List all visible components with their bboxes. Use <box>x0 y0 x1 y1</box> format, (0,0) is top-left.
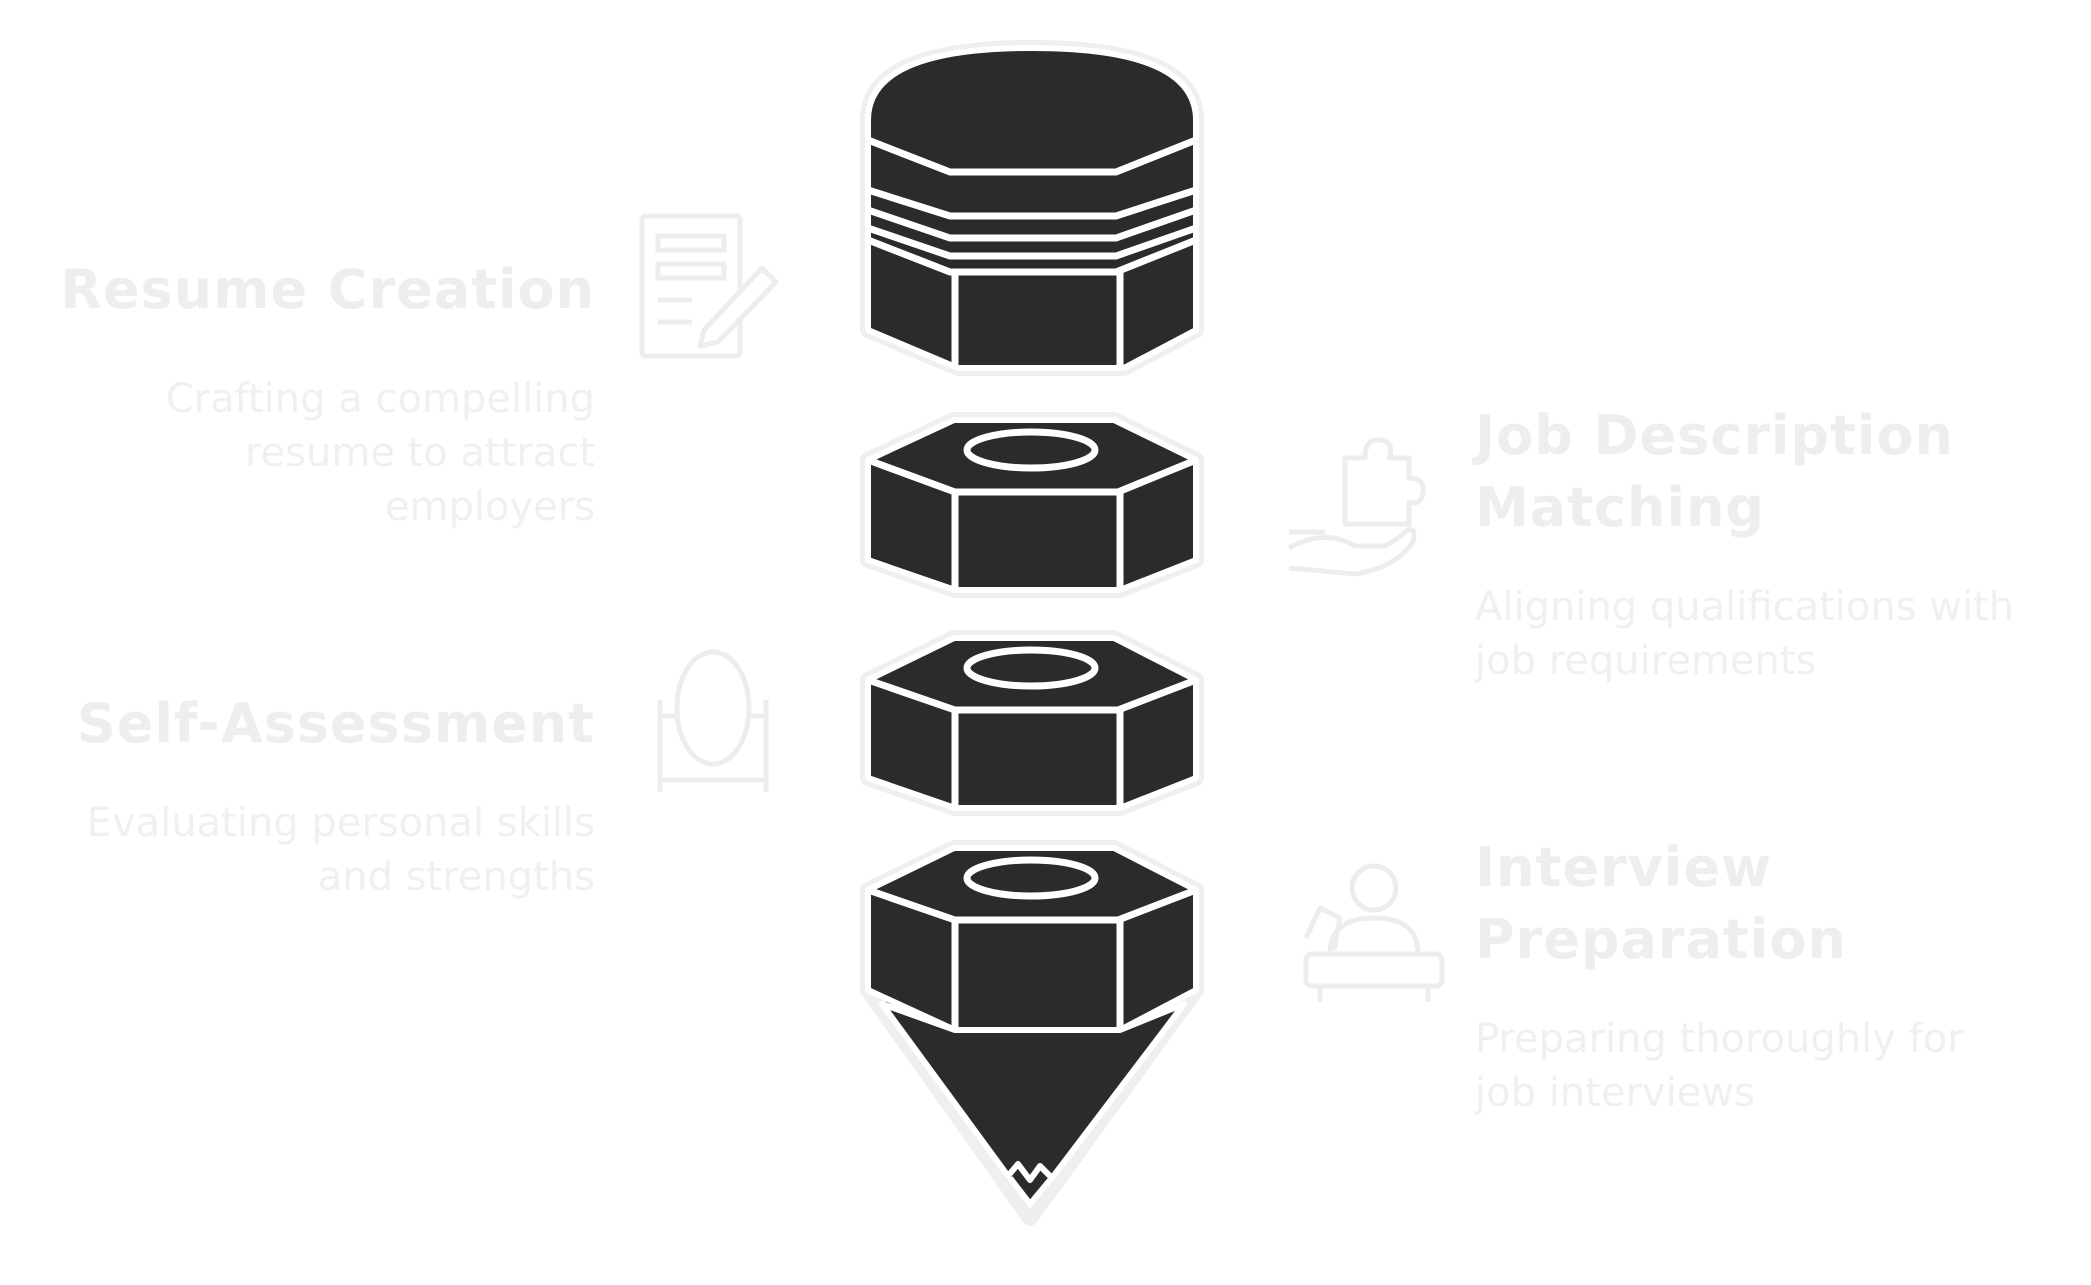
item-title: Interview Preparation <box>1475 836 1847 971</box>
item-title: Self-Assessment <box>76 692 595 755</box>
item-self-assessment-description: Evaluating personal skills and strengths <box>86 800 595 900</box>
item-interview-preparation-description: Preparing thoroughly for job interviews <box>1475 1016 1964 1116</box>
person-desk-icon <box>1303 863 1445 1002</box>
segment-nut-3-tip <box>860 840 1204 1226</box>
item-interview-preparation: Interview Preparation <box>1475 832 2035 976</box>
mirror-icon <box>657 649 769 792</box>
item-resume-creation: Resume Creation <box>40 254 595 326</box>
item-job-description-matching-description: Aligning qualifications with job require… <box>1475 584 2015 684</box>
item-resume-creation-description: Crafting a compelling resume to attract … <box>165 376 595 530</box>
item-title: Resume Creation <box>60 258 595 321</box>
hand-puzzle-icon <box>1287 437 1426 577</box>
segment-nut-2 <box>860 630 1204 816</box>
document-pencil-icon <box>639 213 779 359</box>
item-title: Job Description Matching <box>1475 404 1954 539</box>
item-job-description-matching: Job Description Matching <box>1475 400 2035 544</box>
segment-top-cap <box>860 40 1204 376</box>
segment-nut-1 <box>860 412 1204 598</box>
item-self-assessment: Self-Assessment <box>40 688 595 760</box>
